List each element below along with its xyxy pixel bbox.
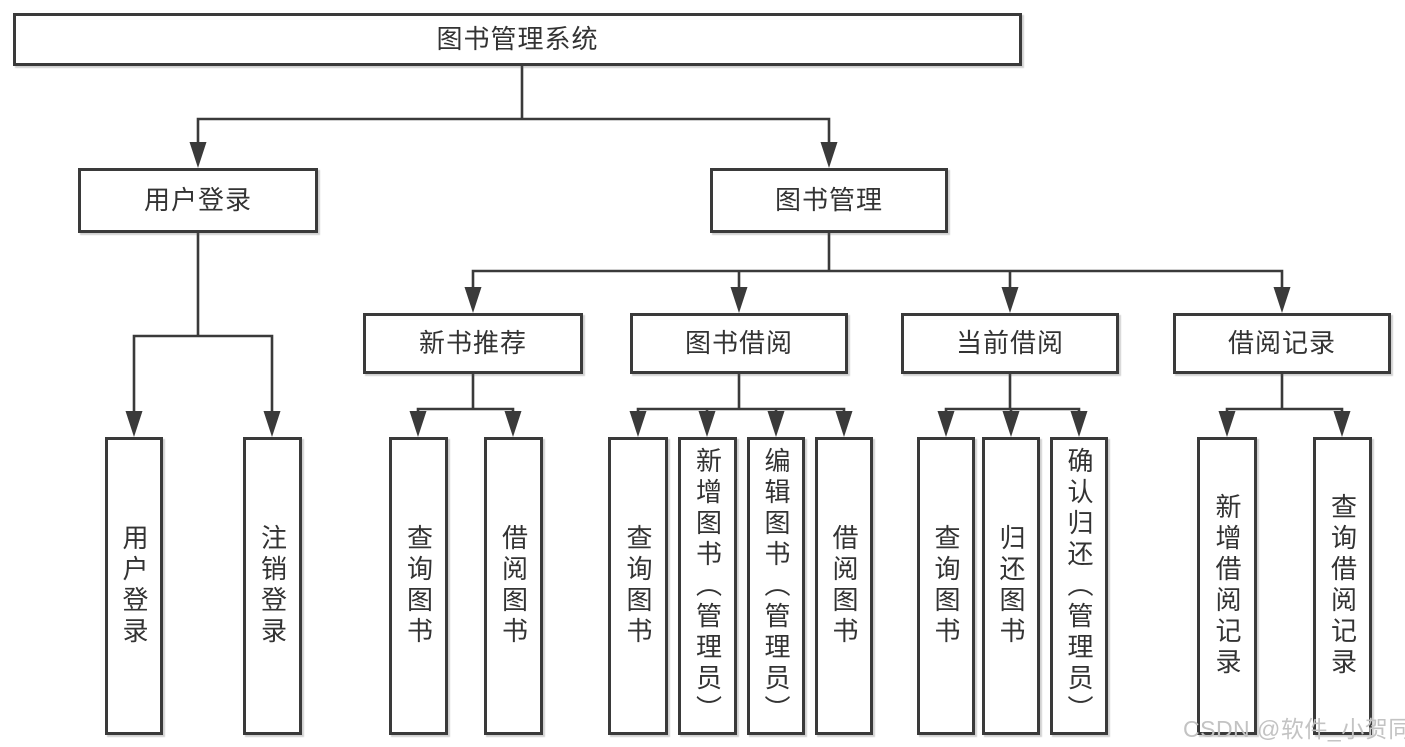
leaf-borrow-edit-book-label: 编辑图书（管理员）: [761, 446, 791, 726]
connector-borrow-records: [1225, 372, 1344, 416]
leaf-borrow-edit-book: 编辑图书（管理员）: [747, 437, 805, 735]
leaf-logout: 注销登录: [243, 437, 302, 735]
leaf-current-query: 查询图书: [917, 437, 975, 735]
arrowhead: [1002, 411, 1020, 437]
arrowhead: [1070, 411, 1088, 437]
node-current-borrow-label: 当前借阅: [955, 328, 1064, 359]
leaf-new-books-query-label: 查询图书: [403, 524, 434, 648]
leaf-borrow-query-label: 查询图书: [623, 524, 653, 648]
leaf-add-record: 新增借阅记录: [1197, 437, 1257, 735]
leaf-query-record-label: 查询借阅记录: [1327, 493, 1358, 679]
leaf-return-book: 归还图书: [982, 437, 1040, 735]
arrowhead: [504, 411, 522, 437]
leaf-logout-label: 注销登录: [257, 524, 288, 648]
node-root: 图书管理系统: [13, 13, 1022, 66]
node-new-books-label: 新书推荐: [418, 328, 527, 359]
arrowhead: [698, 411, 716, 437]
leaf-add-record-label: 新增借阅记录: [1212, 493, 1242, 679]
leaf-borrow-book-label: 借阅图书: [829, 524, 859, 648]
connector-book-mgmt: [471, 231, 1284, 292]
leaf-user-login: 用户登录: [105, 437, 163, 735]
arrowhead: [767, 411, 785, 437]
arrowhead: [835, 411, 853, 437]
node-root-label: 图书管理系统: [436, 24, 599, 55]
leaf-new-books-query: 查询图书: [389, 437, 448, 735]
node-borrow-records-label: 借阅记录: [1227, 328, 1336, 359]
arrowhead: [409, 411, 427, 437]
arrowhead: [1273, 287, 1291, 313]
leaf-new-books-borrow-label: 借阅图书: [498, 524, 529, 648]
node-book-borrow-label: 图书借阅: [684, 328, 793, 359]
connector-new-books: [416, 372, 515, 416]
connector-current-borrow: [944, 372, 1081, 416]
node-user-login: 用户登录: [78, 168, 318, 233]
arrowhead: [1001, 287, 1019, 313]
connector-book-borrow: [636, 372, 846, 416]
node-new-books: 新书推荐: [363, 313, 583, 374]
csdn-watermark: CSDN @软件_小贺同学: [1183, 716, 1405, 742]
leaf-borrow-book: 借阅图书: [815, 437, 873, 735]
arrowhead: [189, 142, 207, 168]
leaf-return-book-label: 归还图书: [996, 524, 1026, 648]
node-book-borrow: 图书借阅: [630, 313, 848, 374]
leaf-query-record: 查询借阅记录: [1313, 437, 1372, 735]
arrowhead: [125, 411, 143, 437]
leaf-confirm-return: 确认归还（管理员）: [1050, 437, 1108, 735]
arrowhead: [1218, 411, 1236, 437]
arrowhead: [464, 287, 482, 313]
node-user-login-label: 用户登录: [143, 185, 252, 216]
node-borrow-records: 借阅记录: [1173, 313, 1391, 374]
leaf-new-books-borrow: 借阅图书: [484, 437, 543, 735]
arrowhead: [937, 411, 955, 437]
arrowhead: [263, 411, 281, 437]
leaf-current-query-label: 查询图书: [931, 524, 961, 648]
connector-root: [196, 64, 831, 148]
arrowhead: [629, 411, 647, 437]
arrowhead: [1333, 411, 1351, 437]
node-current-borrow: 当前借阅: [901, 313, 1119, 374]
arrowhead: [730, 287, 748, 313]
leaf-borrow-query: 查询图书: [608, 437, 668, 735]
leaf-borrow-add-book: 新增图书（管理员）: [678, 437, 737, 735]
leaf-user-login-label: 用户登录: [119, 524, 149, 648]
arrowhead: [820, 142, 838, 168]
leaf-borrow-add-book-label: 新增图书（管理员）: [692, 446, 723, 726]
node-book-mgmt: 图书管理: [710, 168, 948, 233]
leaf-confirm-return-label: 确认归还（管理员）: [1064, 446, 1094, 726]
node-book-mgmt-label: 图书管理: [774, 185, 883, 216]
connector-user-login: [132, 231, 274, 416]
